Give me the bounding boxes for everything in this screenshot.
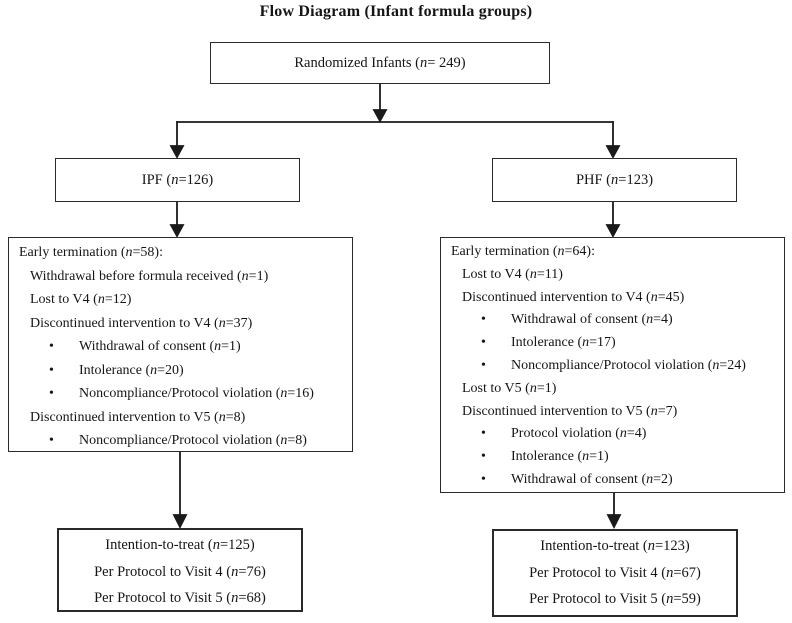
diagram-text-line: •Noncompliance/Protocol violation (n=8) <box>9 429 352 453</box>
diagram-text-line: •Noncompliance/Protocol violation (n=24) <box>441 355 784 378</box>
arrowhead-phf-outcome <box>606 514 622 530</box>
diagram-text-line: Early termination (n=64): <box>451 244 595 259</box>
ipf-early-termination-box: Early termination (n=58): Withdrawal befo… <box>8 237 353 452</box>
diagram-text-line: •Noncompliance/Protocol violation (n=16) <box>9 382 352 406</box>
bullet-icon: • <box>49 339 54 354</box>
phf-outcome-box: Intention-to-treat (n=123) Per Protocol t… <box>492 529 738 617</box>
arrowhead-ipf-termination <box>169 224 185 238</box>
diagram-text-line: Discontinued intervention to V4 (n=37) <box>30 315 253 331</box>
phf-label: PHF (n=123) <box>575 171 654 188</box>
diagram-title: Flow Diagram (Infant formula groups) <box>259 3 533 20</box>
diagram-text-line: •Protocol violation (n=4) <box>441 423 784 446</box>
arrowhead-phf <box>605 145 621 159</box>
diagram-text-line: •Withdrawal of consent (n=2) <box>441 469 784 492</box>
bullet-icon: • <box>49 362 54 378</box>
diagram-text-line: •Intolerance (n=20) <box>9 359 352 383</box>
diagram-text-line: Discontinued intervention to V5 (n=7) <box>462 403 678 419</box>
ipf-outcome-box: Intention-to-treat (n=125) Per Protocol t… <box>57 528 303 612</box>
arrowhead-splitter <box>372 109 388 123</box>
arrowhead-ipf <box>169 145 185 159</box>
diagram-text-line: Discontinued intervention to V4 (n=45) <box>462 289 685 305</box>
diagram-text-line: Per Protocol to Visit 4 (n=76) <box>94 563 266 580</box>
bullet-icon: • <box>49 433 54 448</box>
ipf-label: IPF (n=126) <box>141 171 214 188</box>
bullet-icon: • <box>481 426 486 442</box>
diagram-text-line: Intention-to-treat (n=123) <box>540 538 690 554</box>
diagram-text-line: Withdrawal before formula received (n=1) <box>30 268 269 284</box>
diagram-text-line: Lost to V5 (n=1) <box>462 380 557 396</box>
diagram-text-line: Per Protocol to Visit 4 (n=67) <box>529 564 701 581</box>
randomized-label: Randomized Infants (n= 249) <box>294 54 466 71</box>
diagram-text-line: Per Protocol to Visit 5 (n=68) <box>94 590 266 606</box>
diagram-text-line: •Withdrawal of consent (n=4) <box>441 309 784 332</box>
diagram-text-line: Early termination (n=58): <box>19 245 163 260</box>
diagram-text-line: •Withdrawal of consent (n=1) <box>9 335 352 359</box>
bullet-icon: • <box>481 335 486 351</box>
diagram-text-line: Lost to V4 (n=12) <box>30 292 132 307</box>
diagram-text-line: •Intolerance (n=1) <box>441 446 784 469</box>
phf-early-termination-box: Early termination (n=64): Lost to V4 (n=1… <box>440 237 785 493</box>
diagram-text-line: Intention-to-treat (n=125) <box>105 537 255 553</box>
arrowhead-ipf-outcome <box>172 514 188 530</box>
randomized-box: Randomized Infants (n= 249) <box>210 42 550 84</box>
ipf-group-box: IPF (n=126) <box>55 158 300 202</box>
diagram-text-line: Discontinued intervention to V5 (n=8) <box>30 409 246 425</box>
diagram-text-line: Lost to V4 (n=11) <box>462 266 563 282</box>
diagram-text-line: Per Protocol to Visit 5 (n=59) <box>529 591 701 607</box>
diagram-text-line: •Intolerance (n=17) <box>441 332 784 355</box>
arrowhead-phf-termination <box>605 224 621 238</box>
bullet-icon: • <box>481 449 486 465</box>
bullet-icon: • <box>481 312 486 328</box>
phf-group-box: PHF (n=123) <box>492 158 737 202</box>
bullet-icon: • <box>481 357 486 373</box>
bullet-icon: • <box>49 386 54 401</box>
bullet-icon: • <box>481 471 486 487</box>
